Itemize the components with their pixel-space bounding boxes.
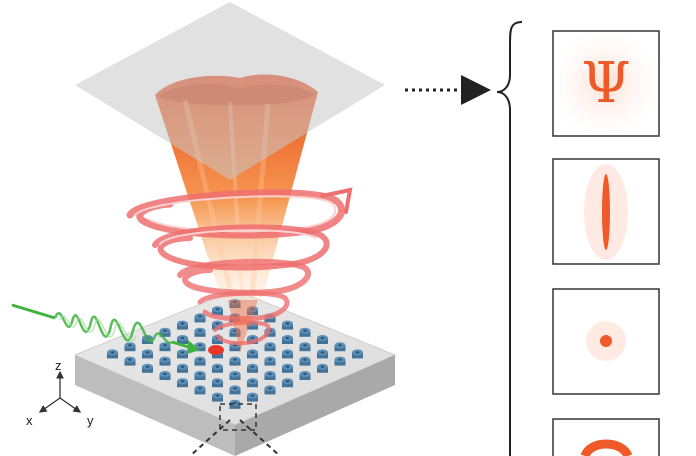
nanopillar-core xyxy=(250,337,255,339)
result-panel-psi: Ψ xyxy=(552,30,660,137)
result-panel-dot xyxy=(552,288,660,395)
nanopillar-core xyxy=(180,337,185,339)
target-plane xyxy=(75,2,385,180)
nanopillar-core xyxy=(233,301,237,303)
nanopillar-core xyxy=(250,365,255,368)
nanopillar-core xyxy=(198,344,202,347)
nanopillar-core xyxy=(320,337,325,339)
nanopillar-core xyxy=(268,387,272,390)
focal-spot xyxy=(208,345,224,355)
curly-brace xyxy=(496,21,523,456)
nanopillar-core xyxy=(303,358,307,361)
nanopillar-core xyxy=(285,337,290,339)
nanopillar-core xyxy=(198,373,202,375)
nanopillar-core xyxy=(285,351,290,354)
axis-indicator xyxy=(38,370,82,413)
axis-label-z: z xyxy=(55,358,62,373)
nanopillar-core xyxy=(233,387,237,390)
nanopillar-core xyxy=(215,394,220,397)
beam-footprint xyxy=(228,300,258,352)
nanopillar-core xyxy=(128,358,132,361)
dot-shape xyxy=(600,335,612,347)
nanopillar-core xyxy=(303,329,307,332)
nanopillar-core xyxy=(250,351,255,354)
axis-label-y: y xyxy=(87,413,94,428)
nanopillar-core xyxy=(320,365,325,368)
nanopillar-core xyxy=(198,358,202,361)
result-panel-arc xyxy=(552,418,660,456)
nanopillar-core xyxy=(198,387,202,390)
arc-shape xyxy=(580,439,633,456)
nanopillar-core xyxy=(215,365,220,368)
nanopillar-core xyxy=(233,329,237,332)
nanopillar-core xyxy=(215,380,220,383)
nanopillar-core xyxy=(285,380,290,383)
nanopillar-core xyxy=(285,365,290,368)
nanopillar-core xyxy=(198,315,202,318)
nanopillar-core xyxy=(268,373,272,375)
nanopillar-core xyxy=(303,373,307,375)
nanopillar-core xyxy=(250,380,255,383)
nanopillar-core xyxy=(268,344,272,347)
nanopillar-core xyxy=(303,344,307,347)
nanopillar-core xyxy=(145,365,150,368)
nanopillar-core xyxy=(215,322,220,325)
nanopillar-core xyxy=(233,401,237,404)
nanopillar-core xyxy=(198,329,202,332)
nanopillar-core xyxy=(215,308,220,311)
nanopillar-core xyxy=(180,380,185,383)
nanopillar-core xyxy=(250,394,255,397)
nanopillar-core xyxy=(163,373,167,375)
nanopillar-core xyxy=(233,358,237,361)
nanopillar-core xyxy=(355,351,360,354)
nanopillar-core xyxy=(180,365,185,368)
nanopillar-core xyxy=(163,358,167,361)
nanopillar-core xyxy=(338,358,342,361)
nanopillar-core xyxy=(338,344,342,347)
nanopillar-core xyxy=(233,373,237,375)
nanopillar-core xyxy=(285,322,290,325)
nanopillar-core xyxy=(128,344,132,347)
incident-light-wave xyxy=(11,303,200,354)
nanopillar-core xyxy=(180,322,185,325)
nanopillar-core xyxy=(163,329,167,332)
line-shape xyxy=(602,174,610,250)
nanopillar-core xyxy=(250,308,255,311)
psi-glyph: Ψ xyxy=(581,51,630,116)
nanopillar-core xyxy=(180,351,185,354)
axis-label-x: x xyxy=(26,413,33,428)
result-panel-line xyxy=(552,158,660,265)
nanopillar-core xyxy=(110,351,115,354)
nanopillar-core xyxy=(145,351,150,354)
nanopillar-core xyxy=(268,358,272,361)
nanopillar-core xyxy=(320,351,325,354)
nanopillar-core xyxy=(163,344,167,347)
helical-wavefront xyxy=(126,187,353,346)
